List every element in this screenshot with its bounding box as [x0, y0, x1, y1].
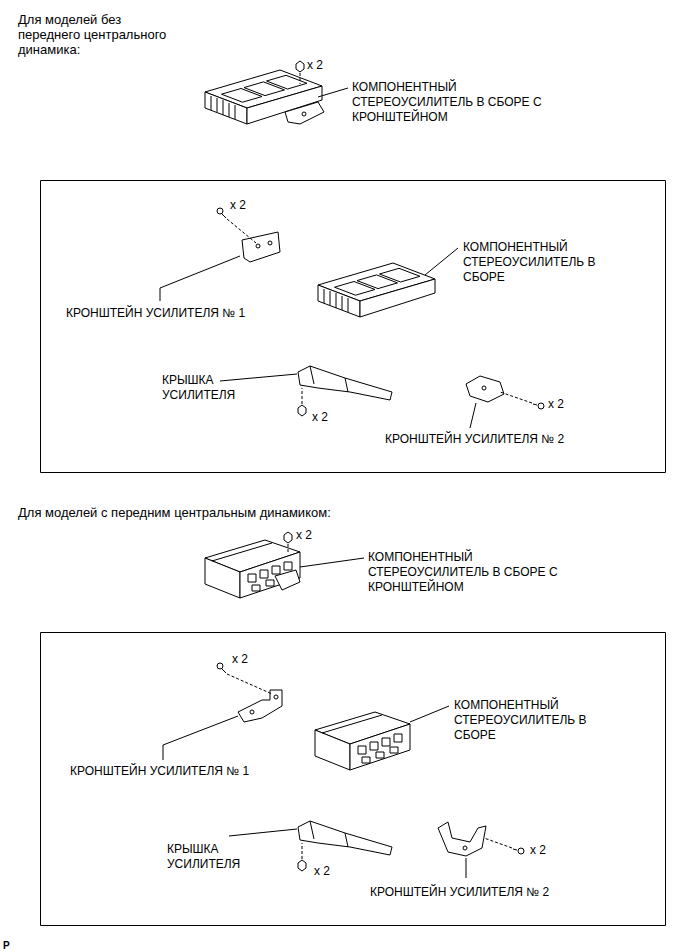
part-name: КРЫШКА УСИЛИТЕЛЯ [167, 842, 247, 872]
part-name: КОМПОНЕНТНЫЙ СТЕРЕОУСИЛИТЕЛЬ В СБОРЕ [454, 698, 604, 743]
section-heading: Для моделей с передним центральным динам… [18, 505, 331, 520]
part-name: КРОНШТЕЙН УСИЛИТЕЛЯ № 2 [370, 885, 549, 900]
exploded-frame [41, 633, 666, 926]
quantity-note: x 2 [312, 410, 328, 425]
quantity-note: x 2 [530, 843, 546, 858]
part-name: КРОНШТЕЙН УСИЛИТЕЛЯ № 1 [70, 764, 249, 779]
amplifier-assembly [205, 61, 348, 124]
exploded-frame [41, 181, 666, 473]
page-mark: P [3, 938, 10, 952]
part-name: КОМПОНЕНТНЫЙ СТЕРЕОУСИЛИТЕЛЬ В СБОРЕ С К… [352, 80, 562, 125]
quantity-note: x 2 [314, 864, 330, 879]
quantity-note: x 2 [296, 528, 312, 543]
part-name: КРОНШТЕЙН УСИЛИТЕЛЯ № 2 [385, 432, 564, 447]
part-name: КОМПОНЕНТНЫЙ СТЕРЕОУСИЛИТЕЛЬ В СБОРЕ [463, 240, 613, 285]
quantity-note: x 2 [230, 198, 246, 213]
quantity-note: x 2 [548, 397, 564, 412]
part-name: КОМПОНЕНТНЫЙ СТЕРЕОУСИЛИТЕЛЬ В СБОРЕ С К… [368, 550, 578, 595]
section-heading: Для моделей без переднего центрального д… [18, 12, 183, 57]
part-name: КРОНШТЕЙН УСИЛИТЕЛЯ № 1 [66, 306, 245, 321]
quantity-note: x 2 [232, 652, 248, 667]
amplifier-assembly [205, 532, 364, 598]
quantity-note: x 2 [307, 58, 323, 73]
part-name: КРЫШКА УСИЛИТЕЛЯ [162, 373, 242, 403]
